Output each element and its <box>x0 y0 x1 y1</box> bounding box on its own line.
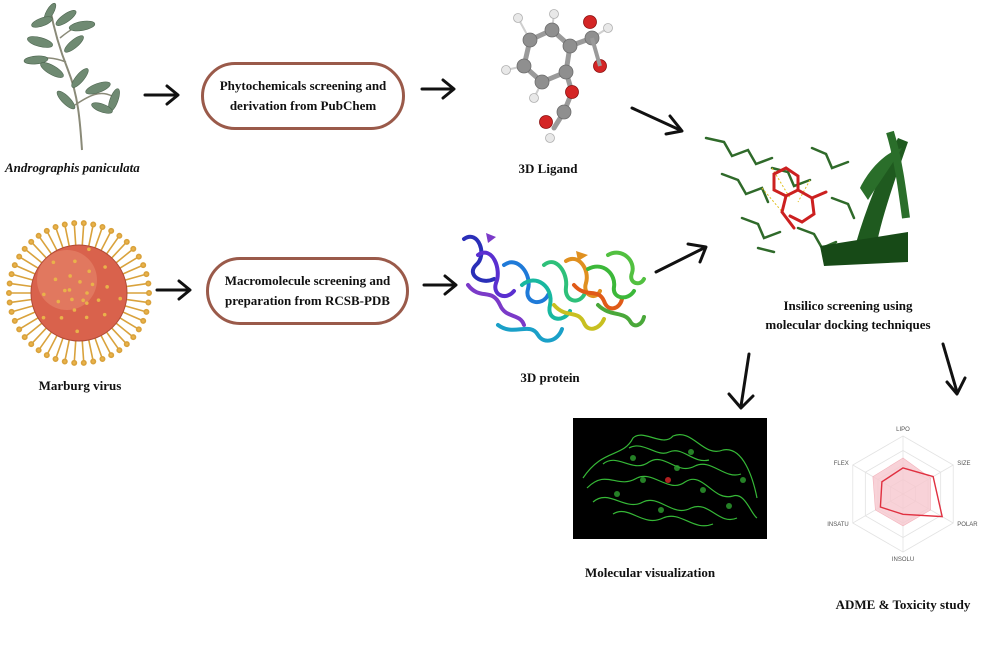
arrow-macro-to-protein <box>422 274 458 296</box>
docking-complex-image <box>704 130 910 266</box>
plant-image <box>23 2 120 151</box>
arrow-phyto-to-ligand <box>420 78 456 100</box>
protein-structure-image <box>462 233 646 343</box>
phyto-line-1: Phytochemicals screening and <box>219 78 387 93</box>
virus-image <box>5 220 153 366</box>
macromolecule-step: Macromolecule screening and preparation … <box>206 257 409 325</box>
protein-label: 3D protein <box>520 370 580 385</box>
docking-label-line-2: molecular docking techniques <box>765 317 931 332</box>
plant-label: Andrographis paniculata <box>5 160 140 175</box>
arrow-docking-to-adme <box>941 342 967 396</box>
ligand-label: 3D Ligand <box>518 161 578 176</box>
adme-radar-chart: LIPO SIZE POLAR INSOLU INSATU FLEX <box>827 427 978 563</box>
phytochemicals-step: Phytochemicals screening and derivation … <box>201 62 405 130</box>
radar-compound-profile <box>879 467 944 518</box>
macro-line-2: preparation from RCSB-PDB <box>225 293 390 308</box>
arrow-protein-to-docking <box>654 242 708 274</box>
phyto-line-2: derivation from PubChem <box>229 98 377 113</box>
docking-label-line-1: Insilico screening using <box>783 298 913 313</box>
visualization-label: Molecular visualization <box>584 565 716 580</box>
ligand-molecule-image <box>501 9 613 143</box>
arrow-virus-to-macro <box>155 279 192 301</box>
arrow-ligand-to-docking <box>630 106 684 136</box>
radar-axis-label-insatu: INSATU <box>827 522 849 528</box>
radar-axis-label-flex: FLEX <box>834 461 849 467</box>
virus-label: Marburg virus <box>38 378 122 393</box>
adme-label: ADME & Toxicity study <box>835 597 971 612</box>
molecular-visualization-image <box>573 418 767 539</box>
arrow-docking-to-visualization <box>727 352 755 410</box>
radar-axis-label-insolu: INSOLU <box>892 557 914 563</box>
radar-axis-label-polar: POLAR <box>957 522 978 528</box>
radar-axis-label-lipo: LIPO <box>896 427 910 433</box>
arrow-plant-to-phyto <box>143 84 180 106</box>
radar-axis-label-size: SIZE <box>957 461 970 467</box>
macro-line-1: Macromolecule screening and <box>224 273 391 288</box>
